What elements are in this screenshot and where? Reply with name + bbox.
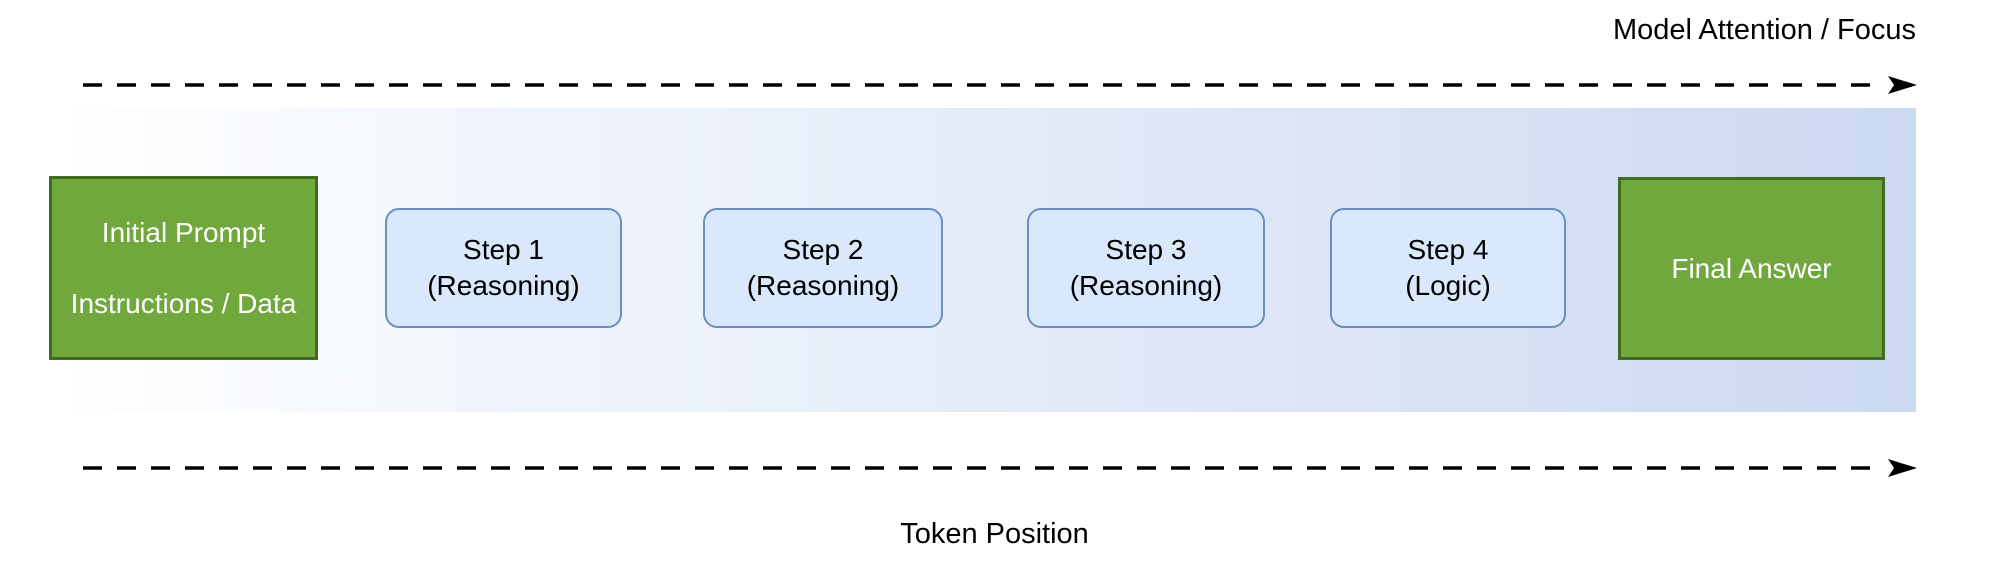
arrowhead-icon (1888, 76, 1917, 94)
node-label-line: Final Answer (1671, 252, 1832, 284)
arrowhead-icon (1888, 459, 1917, 477)
node-step-2: Step 2 (Reasoning) (703, 208, 943, 328)
node-step-4: Step 4 (Logic) (1330, 208, 1566, 328)
node-label-line: (Logic) (1405, 270, 1491, 301)
node-label-line: (Reasoning) (746, 270, 900, 301)
node-label-line: Step 1 (463, 234, 544, 265)
node-final-answer: Final Answer (1618, 177, 1885, 360)
node-label-line: Step 2 (782, 234, 864, 265)
node-label-line: Instructions / Data (70, 287, 297, 319)
token-position-axis-label: Token Position (900, 518, 1089, 550)
node-label-line: (Reasoning) (427, 270, 580, 301)
node-label-line: Step 4 (1407, 234, 1489, 265)
node-label-line: Step 3 (1105, 234, 1187, 265)
node-label-line: (Reasoning) (1069, 270, 1223, 301)
model-attention-axis-label: Model Attention / Focus (1612, 14, 1916, 46)
node-step-1: Step 1 (Reasoning) (385, 208, 622, 328)
model-attention-arrow (83, 76, 1917, 94)
node-initial-prompt: Initial Prompt Instructions / Data (49, 176, 318, 360)
attention-gradient-band (73, 108, 1916, 412)
node-step-3: Step 3 (Reasoning) (1027, 208, 1265, 328)
node-label-line: Initial Prompt (101, 216, 266, 248)
token-position-arrow (83, 459, 1917, 477)
